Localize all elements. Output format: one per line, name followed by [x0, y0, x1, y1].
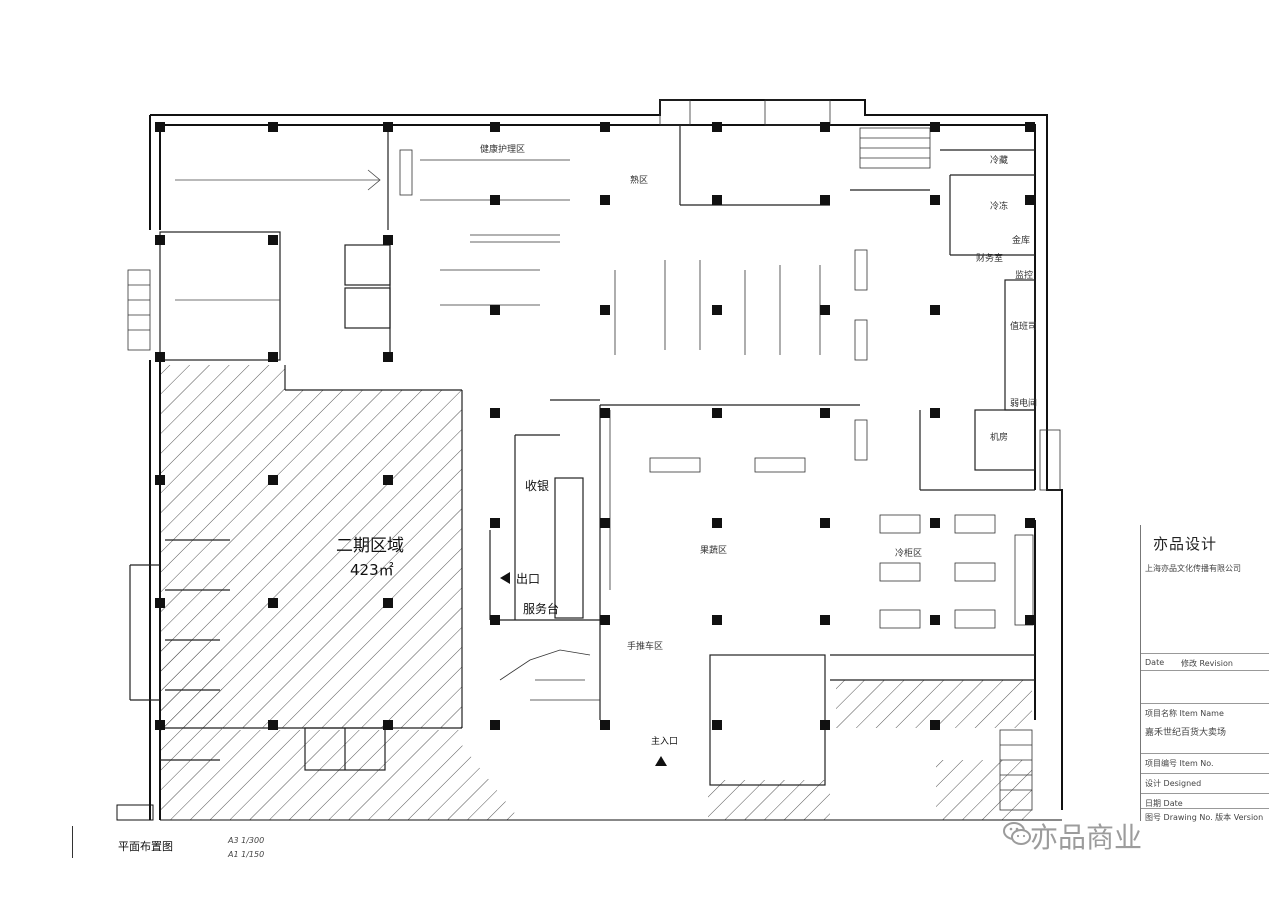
- room-power: 弱电间: [1010, 399, 1038, 409]
- scale-a1: A1 1/150: [228, 850, 265, 859]
- title-block: 亦品设计 上海亦品文化传播有限公司 Date 修改 Revision 项目名称 …: [1140, 525, 1269, 822]
- room-finance: 财务室: [976, 254, 1004, 264]
- project-name-label: 项目名称 Item Name: [1145, 709, 1224, 718]
- stairs: [127, 99, 1061, 811]
- room-vault: 金库: [1012, 236, 1031, 246]
- phase2-label: 二期区域: [336, 536, 404, 556]
- hatched-phase2-zone: [160, 365, 1032, 820]
- flow-arrows: [175, 169, 381, 301]
- company-name: 上海亦品文化传播有限公司: [1145, 564, 1241, 573]
- room-office: 值班司: [1010, 322, 1038, 332]
- room-freezer: 冷冻: [990, 202, 1009, 212]
- service-desk-label: 服务台: [523, 602, 560, 616]
- wechat-icon: [1003, 822, 1031, 845]
- zone-deli: 熟区: [630, 176, 649, 186]
- room-monitor: 监控: [1015, 271, 1034, 281]
- zone-health-care: 健康护理区: [480, 145, 526, 155]
- phase2-area: 423㎡: [350, 561, 394, 579]
- entrance-arrow-icon: [655, 756, 667, 766]
- scale-a3: A3 1/300: [228, 836, 265, 845]
- project-no-label: 项目编号 Item No.: [1145, 759, 1214, 768]
- date2-label: 日期 Date: [1145, 799, 1183, 808]
- drawing-title: 平面布置图: [118, 840, 173, 853]
- cashier-label: 收银: [525, 479, 550, 493]
- project-name: 嘉禾世纪百货大卖场: [1145, 728, 1227, 738]
- room-machine: 机房: [990, 433, 1009, 443]
- columns: [155, 122, 1035, 730]
- main-entrance-label: 主入口: [651, 737, 679, 747]
- room-cold-storage: 冷藏: [990, 156, 1009, 166]
- designer-label: 设计 Designed: [1145, 779, 1202, 788]
- company-logo: 亦品设计: [1153, 535, 1218, 553]
- revision-label: 修改 Revision: [1181, 659, 1233, 668]
- date-label: Date: [1145, 658, 1165, 667]
- exit-arrow-icon: [500, 572, 510, 584]
- zone-produce: 果蔬区: [700, 546, 728, 556]
- footer-divider: [72, 826, 73, 858]
- zone-cart: 手推车区: [627, 642, 664, 652]
- drawing-no-label: 图号 Drawing No. 版本 Version: [1145, 813, 1264, 822]
- zone-cold: 冷柜区: [895, 549, 923, 559]
- exit-label: 出口: [516, 572, 541, 586]
- corner-marker: [116, 804, 154, 821]
- watermark-text: 亦品商业: [1030, 821, 1143, 854]
- interior-walls: [129, 125, 1036, 786]
